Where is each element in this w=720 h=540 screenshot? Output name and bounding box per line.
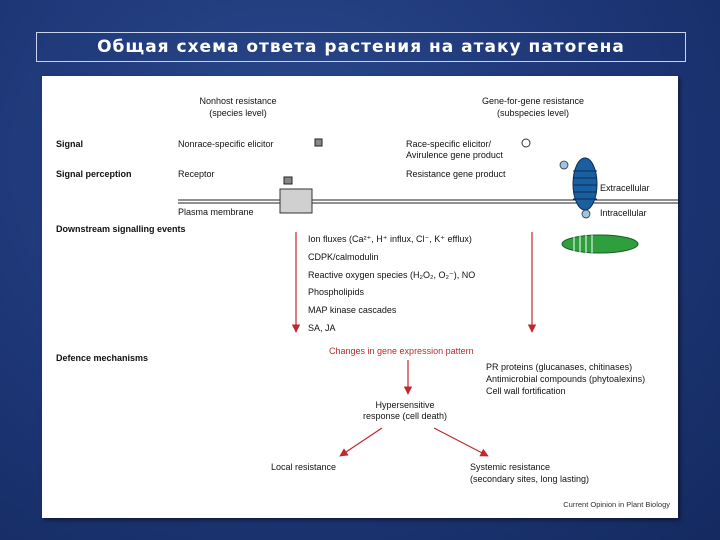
pathogen-response-diagram: Nonhost resistance (species level) Gene-… [56,96,678,509]
col-nonhost-subtitle: (species level) [209,108,267,118]
race-elicitor-label-line2: Avirulence gene product [406,150,503,160]
resistance-gene-product-label: Resistance gene product [406,169,506,179]
race-elicitor-shape [521,138,531,148]
cdpk-label: CDPK/calmodulin [308,252,379,262]
row-label-downstream: Downstream signalling events [56,224,186,234]
hr-label-line2: response (cell death) [363,411,447,421]
source-credit: Current Opinion in Plant Biology [563,500,670,509]
avr-elicitor-circle-1 [559,160,569,170]
systemic-resistance-arrow [433,427,489,457]
r-protein-receptor-shape [572,157,598,211]
receptor-label: Receptor [178,169,215,179]
nonrace-elicitor-shape [314,138,323,147]
col-gfg-subtitle: (subspecies level) [497,108,569,118]
col-gfg-title: Gene-for-gene resistance [482,96,584,106]
hr-label-line1: Hypersensitive [375,400,434,410]
nonhost-receptor-box [279,188,313,214]
green-organelle-shape [561,234,639,254]
pr-proteins-label: PR proteins (glucanases, chitinases) [486,362,632,372]
cell-wall-label: Cell wall fortification [486,386,566,396]
slide-title: Общая схема ответа растения на атаку пат… [97,37,625,57]
local-resistance-label: Local resistance [271,462,336,472]
diagram-panel: Nonhost resistance (species level) Gene-… [42,76,678,518]
ros-label: Reactive oxygen species (H₂O₂, O₂⁻), NO [308,270,475,280]
row-label-signal: Signal [56,139,83,149]
receptor-elicitor-shape [283,176,293,185]
nonrace-elicitor-label: Nonrace-specific elicitor [178,139,274,149]
sa-ja-label: SA, JA [308,323,336,333]
avr-elicitor-circle-2 [581,209,591,219]
plasma-membrane-label: Plasma membrane [178,207,254,217]
local-resistance-arrow [339,427,383,457]
race-elicitor-label-line1: Race-specific elicitor/ [406,139,492,149]
row-label-signal-perception: Signal perception [56,169,132,179]
antimicrobial-label: Antimicrobial compounds (phytoalexins) [486,374,645,384]
mapk-label: MAP kinase cascades [308,305,397,315]
changes-gene-expression-label: Changes in gene expression pattern [329,346,474,356]
systemic-resistance-label-line1: Systemic resistance [470,462,550,472]
col-nonhost-title: Nonhost resistance [199,96,276,106]
slide-title-box: Общая схема ответа растения на атаку пат… [36,32,686,62]
ion-fluxes-label: Ion fluxes (Ca²⁺, H⁺ influx, Cl⁻, K⁺ eff… [308,234,472,244]
intracellular-label: Intracellular [600,208,647,218]
row-label-defence: Defence mechanisms [56,353,148,363]
extracellular-label: Extracellular [600,183,650,193]
phospholipids-label: Phospholipids [308,287,365,297]
systemic-resistance-label-line2: (secondary sites, long lasting) [470,474,589,484]
